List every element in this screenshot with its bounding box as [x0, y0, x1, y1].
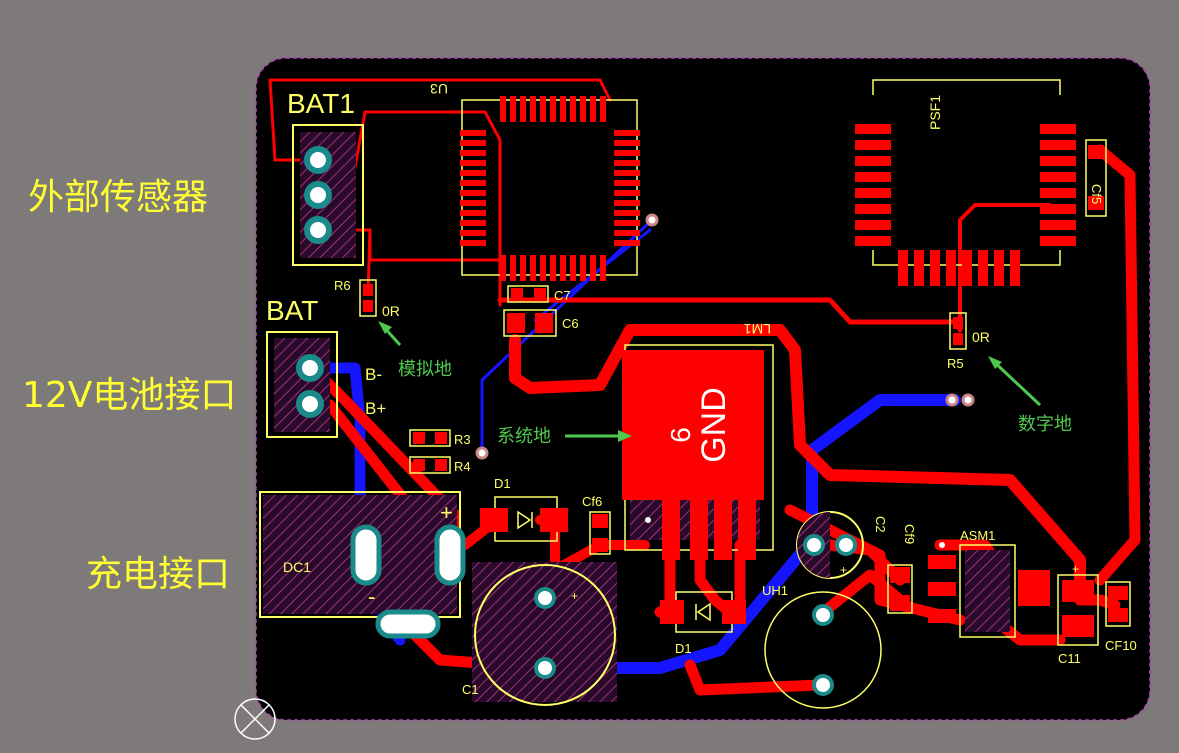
origin-marker-icon	[234, 698, 276, 740]
r6-resistor[interactable]	[359, 279, 377, 317]
cf6-label: Cf6	[582, 494, 602, 509]
dc1-jack[interactable]	[259, 491, 466, 639]
cf10-capacitor[interactable]	[1105, 581, 1131, 627]
callout-battery-interface: 12V电池接口	[22, 375, 237, 416]
dc1-pin-1[interactable]	[350, 524, 382, 586]
c2-label: C2	[873, 516, 888, 533]
c11-label: C11	[1058, 651, 1081, 666]
asm1-ic[interactable]	[928, 542, 1050, 638]
r5-resistor[interactable]	[949, 312, 967, 350]
bat-connector[interactable]	[266, 331, 338, 438]
annotation-digital-ground: 数字地	[988, 356, 1072, 435]
lm1-regulator[interactable]	[622, 344, 774, 560]
c1-capacitor[interactable]	[472, 562, 617, 706]
d1-diode-bottom[interactable]	[660, 591, 746, 633]
callout-charge-interface: 充电接口	[86, 554, 231, 595]
d1-diode-top[interactable]	[480, 496, 568, 542]
cf10-label: CF10	[1105, 638, 1137, 653]
cf5-label: Cf5	[1089, 184, 1104, 204]
bat1-label: BAT1	[287, 88, 355, 119]
lm1-label: LM1	[744, 321, 771, 337]
r4-label: R4	[454, 459, 471, 474]
dc1-plus-label: +	[440, 500, 453, 525]
r6-label: R6	[334, 278, 351, 293]
cf6-capacitor[interactable]	[589, 511, 611, 555]
asm1-label: ASM1	[960, 528, 995, 543]
bat-pin-1[interactable]	[296, 354, 324, 382]
uh1-pin-1[interactable]	[812, 604, 834, 626]
c11-capacitor[interactable]	[1057, 574, 1099, 646]
uh1-pin-2[interactable]	[812, 674, 834, 696]
dc1-minus-label: -	[368, 584, 375, 609]
bat-plus-label: B+	[365, 399, 386, 418]
lm1-pad-number: 6	[665, 427, 696, 443]
c2-capacitor[interactable]	[796, 511, 864, 579]
c2-plus-label: +	[840, 563, 847, 577]
d1-bottom-label: D1	[675, 641, 692, 656]
c2-pin-2[interactable]	[835, 534, 857, 556]
annotation-analog-ground: 模拟地	[378, 321, 452, 380]
c11-plus-label: +	[1072, 562, 1079, 576]
dc1-pin-2[interactable]	[434, 524, 466, 586]
callout-external-sensor: 外部传感器	[28, 177, 209, 218]
bat-pin-2[interactable]	[296, 390, 324, 418]
cf9-label: Cf9	[902, 524, 917, 544]
lm1-pad-net: GND	[695, 387, 733, 463]
c1-pin-minus[interactable]	[534, 657, 556, 679]
u3-mcu[interactable]	[460, 96, 640, 281]
bat-minus-label: B-	[365, 365, 382, 384]
c6-capacitor[interactable]	[503, 309, 557, 337]
r3-resistor[interactable]	[409, 429, 451, 447]
c1-pin-plus[interactable]	[534, 587, 556, 609]
cf9-capacitor[interactable]	[887, 564, 913, 614]
bat-label: BAT	[266, 295, 318, 326]
r4-resistor[interactable]	[409, 456, 451, 474]
c1-label: C1	[462, 682, 479, 697]
c7-label: C7	[554, 288, 571, 303]
dc1-label: DC1	[283, 559, 311, 575]
r3-label: R3	[454, 432, 471, 447]
d1-top-label: D1	[494, 476, 511, 491]
dc1-pin-3[interactable]	[375, 609, 441, 639]
bat1-connector[interactable]	[292, 124, 364, 266]
r5-value: 0R	[972, 329, 990, 345]
annotation-system-ground: 系统地	[497, 426, 632, 447]
analog-ground-label: 模拟地	[398, 359, 452, 380]
psf1-module[interactable]	[855, 79, 1076, 286]
r6-value: 0R	[382, 303, 400, 319]
bat1-pin-2[interactable]	[304, 181, 332, 209]
uh1-sensor[interactable]	[764, 591, 882, 709]
uh1-label: UH1	[762, 583, 788, 598]
cf5-capacitor[interactable]	[1085, 139, 1107, 217]
r5-label: R5	[947, 356, 964, 371]
digital-ground-label: 数字地	[1018, 414, 1072, 435]
system-ground-label: 系统地	[497, 426, 551, 447]
c1-plus-label: +	[571, 589, 578, 603]
c6-label: C6	[562, 316, 579, 331]
bat1-pin-3[interactable]	[304, 216, 332, 244]
bat1-pin-1[interactable]	[304, 146, 332, 174]
c7-capacitor[interactable]	[507, 285, 549, 303]
u3-label: U3	[430, 81, 448, 97]
vias	[475, 213, 975, 460]
c2-pin-1[interactable]	[803, 534, 825, 556]
psf1-label: PSF1	[927, 95, 943, 130]
